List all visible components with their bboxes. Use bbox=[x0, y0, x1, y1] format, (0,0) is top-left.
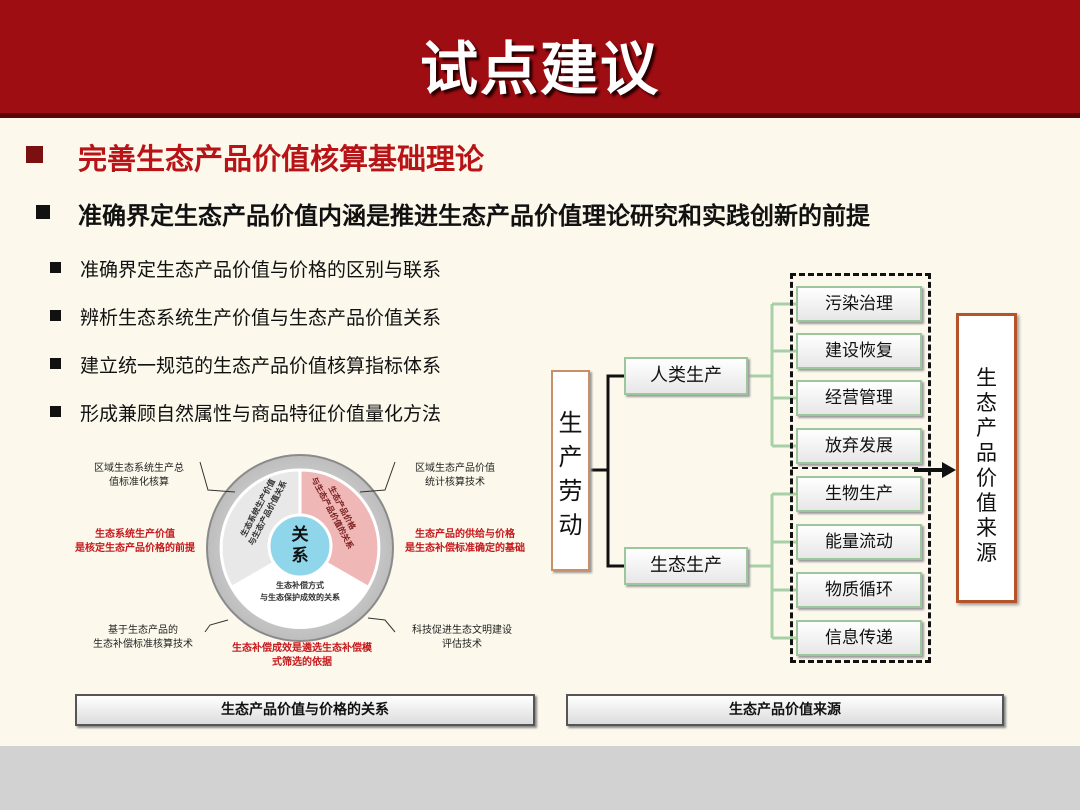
eco-activity-item: 生物生产 bbox=[796, 476, 922, 512]
eco-activity-item: 物质循环 bbox=[796, 572, 922, 608]
eco-activity-item: 信息传递 bbox=[796, 620, 922, 656]
annotation-bottom-right: 科技促进生态文明建设评估技术 bbox=[412, 625, 512, 650]
annotation-top-left: 区域生态系统生产总值标准化核算 bbox=[94, 463, 184, 488]
human-activity-item: 放弃发展 bbox=[796, 428, 922, 464]
relationship-wheel: 关 系 生态系统生产价值 与生态产品价值关系 生态产品价格 与生态产品价值的关系… bbox=[206, 454, 394, 642]
annotation-mid-left: 生态系统生产价值是核定生态产品价格的前提 bbox=[75, 529, 195, 554]
wheel-center bbox=[267, 513, 333, 579]
left-diagram-caption: 生态产品价值与价格的关系 bbox=[75, 694, 535, 726]
point-bullet-icon bbox=[50, 310, 61, 321]
source-connectors bbox=[590, 302, 956, 640]
point-bullet-icon bbox=[50, 406, 61, 417]
leader-line bbox=[359, 461, 396, 493]
annotation-top-right: 区域生态产品价值统计核算技术 bbox=[415, 463, 495, 488]
leader-line bbox=[199, 461, 236, 493]
title-divider bbox=[0, 113, 1080, 118]
annotation-bottom-left: 基于生态产品的生态补偿标准核算技术 bbox=[93, 625, 193, 650]
arrow-head-icon bbox=[942, 462, 956, 478]
right-diagram-caption: 生态产品价值来源 bbox=[566, 694, 1004, 726]
human-activity-item: 建设恢复 bbox=[796, 333, 922, 369]
annotation-mid-right: 生态产品的供给与价格是生态补偿标准确定的基础 bbox=[405, 529, 525, 554]
segment-bottom-label: 与生态保护成效的关系 bbox=[260, 592, 340, 602]
subheading-bullet-icon bbox=[36, 205, 50, 219]
center-char: 系 bbox=[292, 546, 309, 566]
segment-bottom-label: 生态补偿方式 bbox=[276, 580, 324, 590]
leader-line bbox=[367, 617, 396, 633]
point-bullet-icon bbox=[50, 262, 61, 273]
leader-line bbox=[204, 619, 229, 633]
eco-production-box: 生态生产 bbox=[624, 547, 748, 585]
point-bullet-icon bbox=[50, 358, 61, 369]
value-source-box: 生态 产品 价值 来源 bbox=[956, 313, 1017, 603]
page-title: 试点建议 bbox=[419, 35, 660, 103]
annotation-bottom-center: 生态补偿成效是遴选生态补偿模式筛选的依据 bbox=[232, 643, 372, 668]
section-subheading: 准确界定生态产品价值内涵是推进生态产品价值理论研究和实践创新的前提 bbox=[78, 202, 870, 230]
point-item: 形成兼顾自然属性与商品特征价值量化方法 bbox=[80, 403, 442, 425]
activity-group-frame bbox=[790, 273, 931, 663]
center-char: 关 bbox=[292, 524, 309, 545]
section-bullet-icon bbox=[26, 146, 43, 163]
human-activity-item: 经营管理 bbox=[796, 380, 922, 416]
annotation-leaders bbox=[199, 461, 396, 633]
eco-activity-item: 能量流动 bbox=[796, 524, 922, 560]
point-item: 辨析生态系统生产价值与生态产品价值关系 bbox=[80, 307, 442, 329]
connector-line bbox=[590, 374, 625, 472]
segment-bottom bbox=[229, 546, 371, 629]
human-production-box: 人类生产 bbox=[624, 357, 748, 395]
point-item: 准确界定生态产品价值与价格的区别与联系 bbox=[80, 259, 442, 281]
labor-box: 生产 劳动 bbox=[551, 370, 590, 571]
section-heading: 完善生态产品价值核算基础理论 bbox=[78, 142, 485, 176]
point-item: 建立统一规范的生态产品价值核算指标体系 bbox=[80, 355, 442, 377]
title-bar: 试点建议 bbox=[0, 0, 1080, 118]
connector-line bbox=[606, 470, 625, 568]
human-activity-item: 污染治理 bbox=[796, 286, 922, 322]
